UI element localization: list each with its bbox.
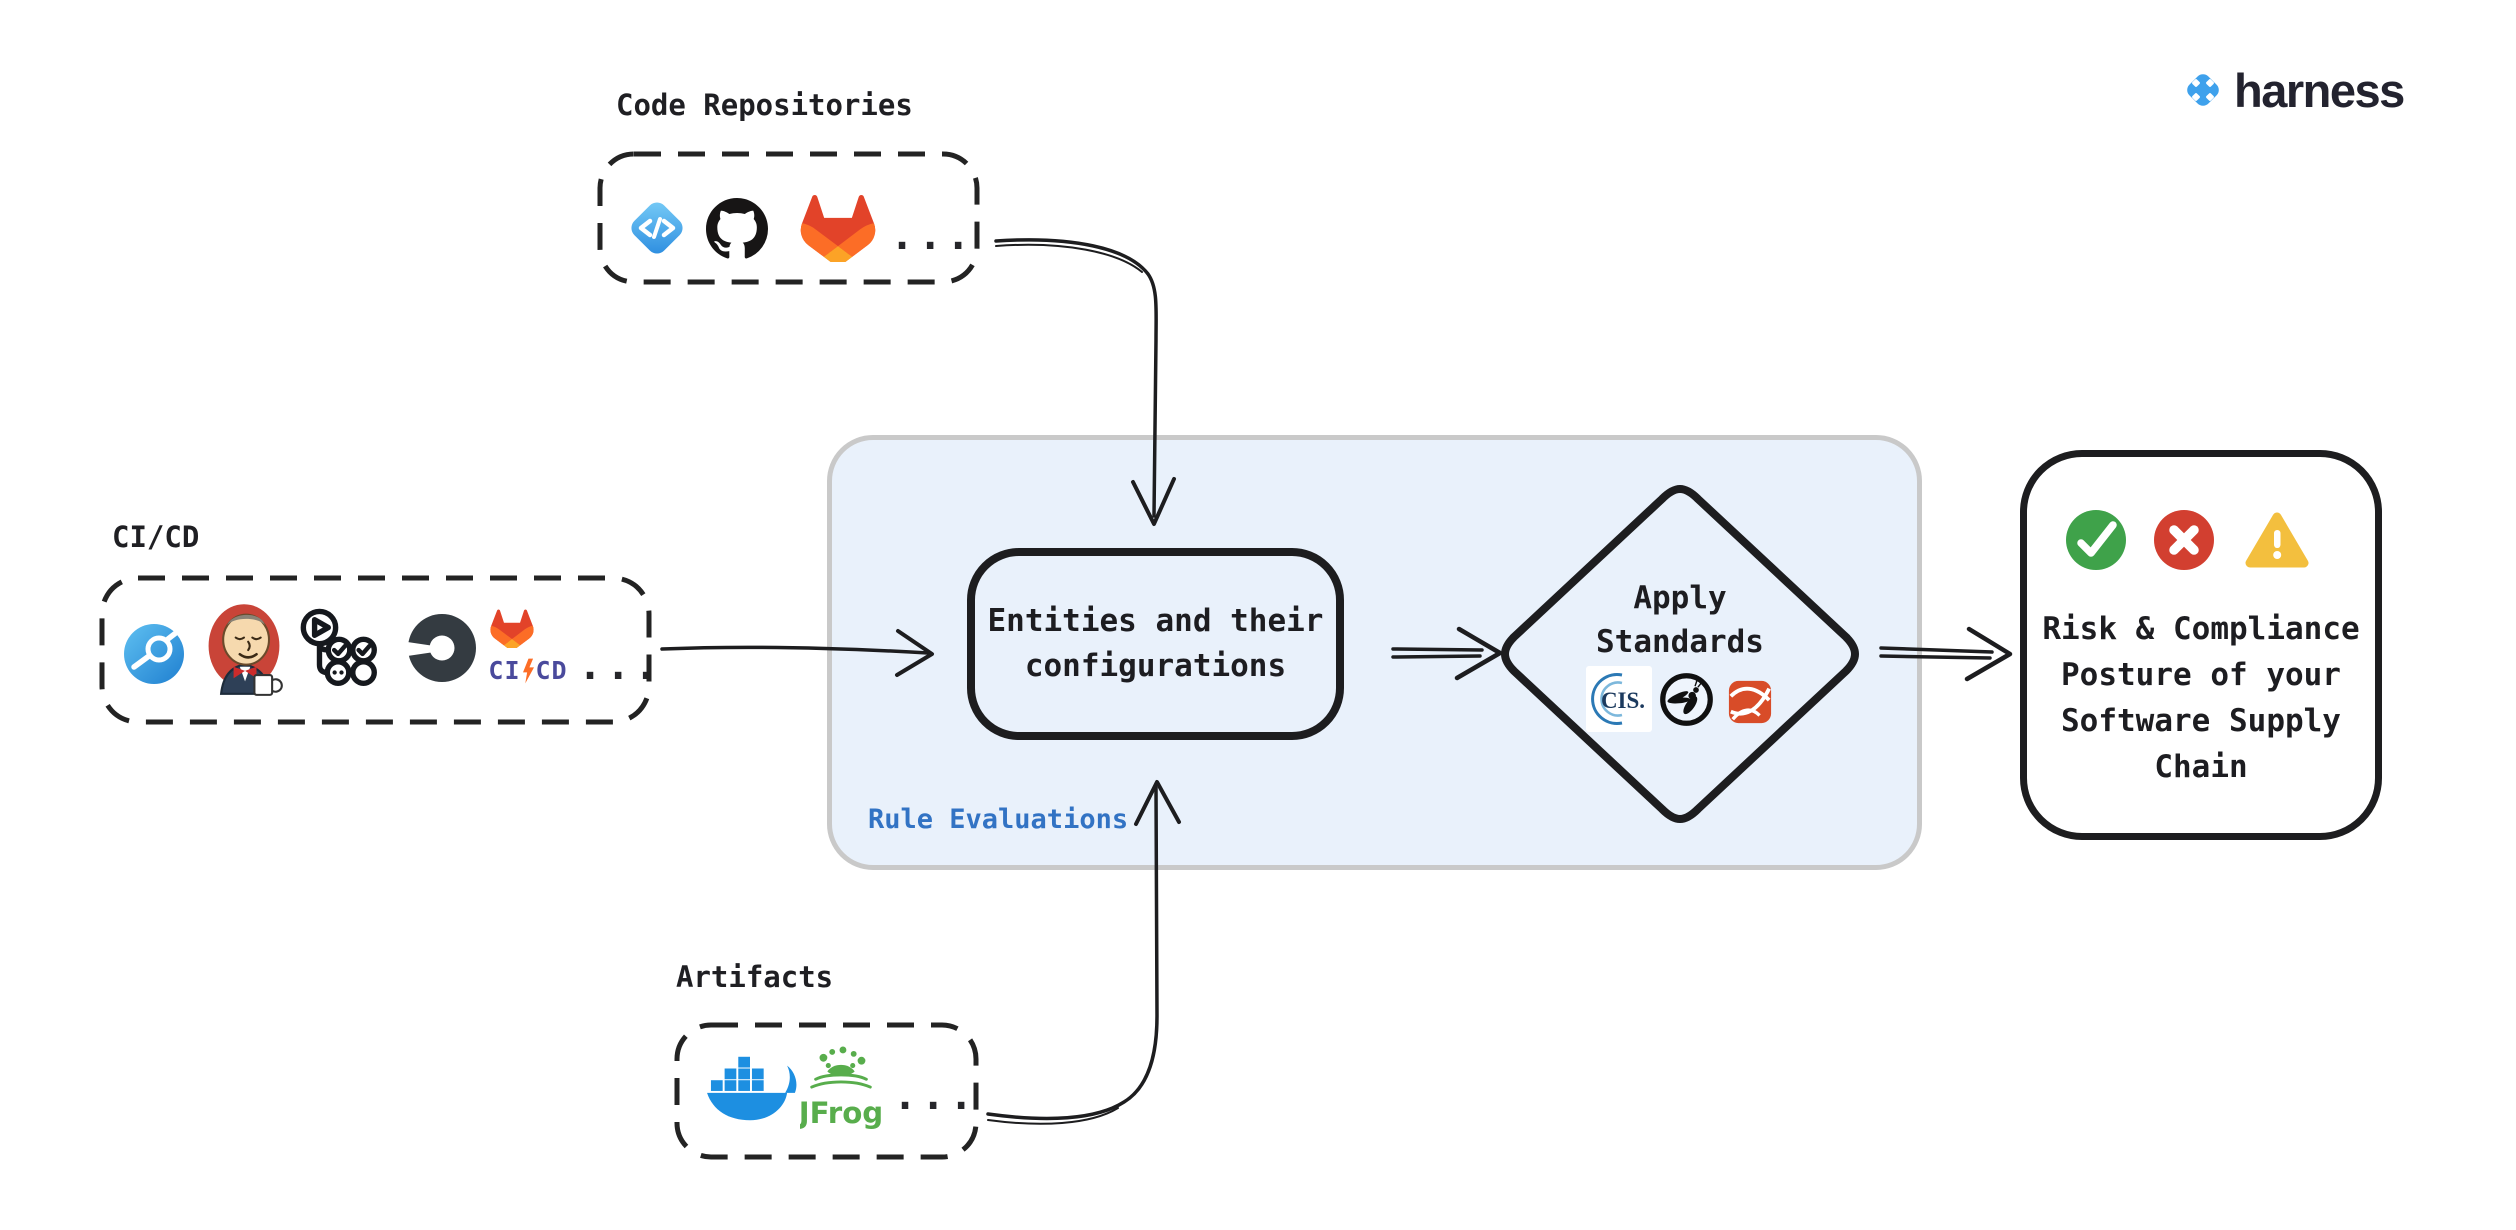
code-repositories-more: ... — [890, 213, 975, 259]
gitlab-ci-text: CI — [488, 656, 521, 685]
artifacts-label: Artifacts — [676, 960, 834, 994]
cis-icon: CIS. — [1586, 666, 1652, 732]
apply-standards-line1: Apply — [1633, 580, 1727, 616]
harness-code-icon — [625, 196, 689, 260]
success-check-icon — [2064, 508, 2128, 572]
entities-line1: Entities and their — [987, 603, 1324, 639]
gitlab-cicd-text: CI CD — [478, 656, 578, 685]
lightning-bolt-icon — [522, 658, 534, 683]
harness-brand: harness — [2180, 63, 2405, 117]
outcome-line3: Software Supply — [2061, 703, 2341, 739]
owasp-icon — [1658, 671, 1715, 728]
harness-ci-icon — [122, 622, 186, 686]
jenkins-icon — [202, 598, 286, 698]
gitlab-cicd-icon — [490, 608, 534, 648]
entities-node: Entities and their configurations — [967, 548, 1344, 740]
cicd-more: ... — [578, 643, 663, 689]
jfrog-icon: JFrog — [800, 1044, 882, 1136]
security-standard-icon — [1727, 679, 1773, 725]
harness-wordmark: harness — [2234, 63, 2405, 117]
docker-icon — [703, 1048, 797, 1130]
outcome-text: Risk & Compliance Posture of your Softwa… — [2026, 606, 2376, 790]
artifacts-more: ... — [893, 1073, 978, 1119]
cis-text: CIS. — [1601, 688, 1645, 713]
circleci-icon — [404, 610, 480, 686]
warning-triangle-icon — [2244, 510, 2310, 570]
apply-standards-line2: Standards — [1596, 624, 1764, 660]
cicd-label: CI/CD — [112, 520, 200, 554]
gitlab-icon — [800, 192, 876, 262]
github-icon — [706, 198, 768, 260]
gitlab-cd-text: CD — [535, 656, 568, 685]
outcome-line2: Posture of your — [2061, 657, 2341, 693]
failure-x-icon — [2152, 508, 2216, 572]
harness-logo-icon — [2180, 67, 2226, 113]
outcome-line4: Chain — [2154, 749, 2248, 785]
rule-evaluations-label: Rule Evaluations — [868, 804, 1129, 835]
github-actions-icon — [296, 606, 386, 696]
jfrog-wordmark: JFrog — [800, 1096, 882, 1130]
code-repositories-label: Code Repositories — [616, 88, 913, 122]
apply-standards-node: Apply Standards — [1555, 576, 1805, 664]
outcome-line1: Risk & Compliance — [2042, 611, 2360, 647]
entities-line2: configurations — [1024, 648, 1287, 684]
